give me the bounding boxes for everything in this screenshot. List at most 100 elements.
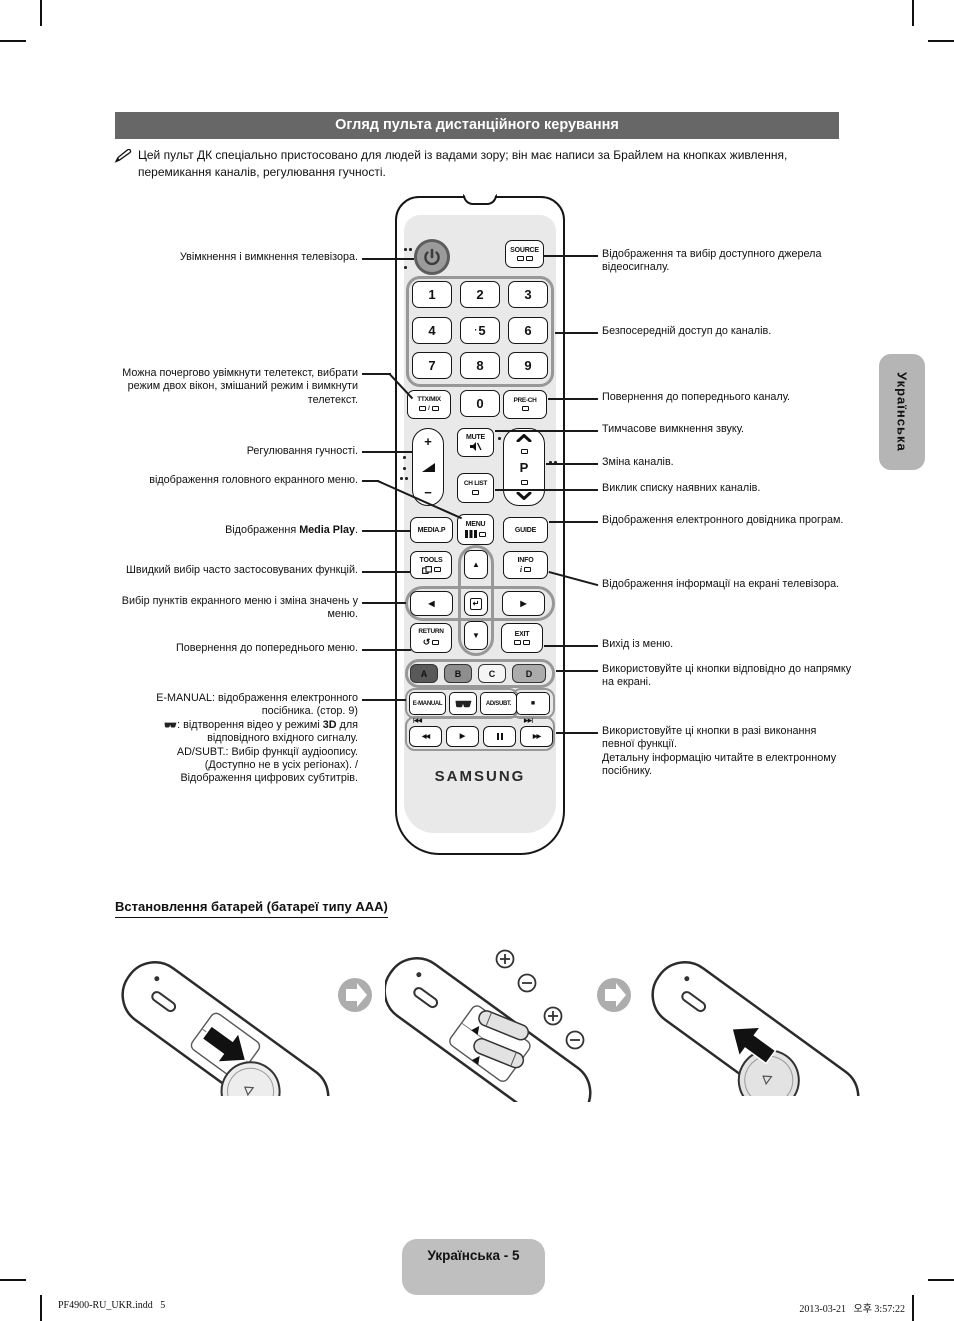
- menu-button: MENU: [457, 514, 494, 545]
- language-side-tab: Українська: [879, 354, 925, 470]
- digit-label: 7: [428, 358, 436, 373]
- digit-label: 3: [524, 287, 532, 302]
- callout-line: [362, 602, 406, 604]
- callout-info: Відображення інформації на екрані телеві…: [602, 578, 840, 590]
- braille-dot: [409, 248, 412, 251]
- callout-number-pad: Безпосередній доступ до каналів.: [602, 325, 772, 337]
- dpad-down-button: ▼: [464, 621, 488, 650]
- digit-label: 6: [524, 323, 532, 338]
- ch-list-button: CH LIST: [457, 473, 494, 503]
- crop-mark: [928, 1279, 954, 1281]
- callout-line: [549, 521, 598, 523]
- digit-7-button: 7: [412, 352, 452, 379]
- color-button-label: B: [454, 668, 462, 679]
- braille-dot: [404, 248, 407, 251]
- battery-section-heading: Встановлення батарей (батареї типу AAA): [115, 899, 388, 918]
- color-button-label: D: [525, 668, 533, 679]
- skip-forward-icon: ▶▶|: [524, 718, 533, 724]
- teletext-icon: /: [419, 406, 439, 412]
- ttx-mix-button: TTX/MIX /: [407, 390, 451, 419]
- e-manual-label: E-MANUAL: [412, 700, 443, 707]
- callout-dpad: Вибір пунктів екранного меню і зміна зна…: [121, 595, 358, 621]
- callout-teletext: Можна почергово увімкнути телетекст, виб…: [122, 367, 358, 406]
- imprint-timestamp: 2013-03-21 오후 3:57:22: [799, 1304, 905, 1315]
- braille-dot: ·: [474, 325, 478, 335]
- color-button-a: A: [410, 664, 438, 683]
- volume-icon: [421, 462, 435, 472]
- menu-label: MENU: [465, 521, 486, 528]
- digit-0-button: 0: [460, 390, 500, 417]
- e-manual-button: E-MANUAL: [409, 692, 446, 715]
- callout-tools: Швидкий вибір часто застосовуваних функц…: [125, 564, 358, 576]
- callout-line: [555, 332, 598, 334]
- callout-line: [495, 430, 598, 432]
- ch-list-icon: [472, 489, 479, 495]
- mute-button: MUTE: [457, 428, 494, 457]
- digit-label: 5: [478, 323, 486, 338]
- volume-rocker: + −: [412, 428, 444, 506]
- crop-mark: [0, 1279, 26, 1281]
- braille-dot: [400, 477, 403, 480]
- digit-label: 8: [476, 358, 484, 373]
- crop-mark: [912, 0, 914, 26]
- callout-line: [362, 649, 411, 651]
- tools-button: TOOLS: [410, 551, 452, 579]
- digit-3-button: 3: [508, 281, 548, 308]
- color-button-b: B: [444, 664, 472, 683]
- callout-line: [546, 463, 598, 465]
- color-button-label: A: [420, 668, 428, 679]
- channel-down-icon: [516, 492, 532, 500]
- return-label: RETURN: [418, 628, 444, 636]
- ad-subt-label: AD/SUBT.: [485, 700, 512, 707]
- callout-source: Відображення та вибір доступного джерела…: [602, 248, 822, 274]
- callout-power: Увімкнення і вимкнення телевізора.: [179, 251, 358, 263]
- crop-mark: [912, 1295, 914, 1321]
- stop-button: ■: [516, 692, 550, 715]
- play-button: ▶: [446, 726, 479, 747]
- digit-8-button: 8: [460, 352, 500, 379]
- mute-label: MUTE: [465, 434, 486, 441]
- callout-line: [362, 258, 414, 260]
- digit-9-button: 9: [508, 352, 548, 379]
- channel-up-icon: [516, 434, 532, 442]
- page-number-badge: Українська - 5: [402, 1239, 545, 1295]
- playback-group-outline: [405, 716, 555, 751]
- pencil-note-icon: [114, 149, 132, 163]
- callout-line: [362, 373, 391, 375]
- braille-dot: [404, 266, 407, 269]
- callout-line: [544, 255, 598, 257]
- imprint-filename: PF4900-RU_UKR.indd 5: [58, 1300, 166, 1311]
- fast-forward-button: ▶▶: [520, 726, 553, 747]
- exit-button: EXIT: [501, 623, 543, 653]
- pause-button: [483, 726, 516, 747]
- remote-top-notch: [463, 194, 497, 205]
- fast-forward-icon: ▶▶: [532, 733, 541, 740]
- callout-menu: відображення головного екранного меню.: [149, 474, 358, 486]
- crop-mark: [0, 40, 26, 42]
- crop-mark: [40, 0, 42, 26]
- media-p-label: MEDIA.P: [417, 526, 446, 534]
- volume-up-label: +: [424, 434, 432, 449]
- callout-guide: Відображення електронного довідника прог…: [602, 514, 844, 526]
- dpad-left-button: ◀: [410, 591, 453, 616]
- ttx-mix-label: TTX/MIX: [417, 396, 441, 404]
- callout-line: [362, 699, 406, 701]
- up-arrow-icon: ▲: [472, 559, 480, 569]
- pre-ch-button: PRE-CH: [503, 390, 547, 419]
- dpad-up-button: ▲: [464, 550, 488, 579]
- return-icon: ↺: [423, 637, 440, 647]
- page-title: Огляд пульта дистанційного керування: [115, 112, 839, 139]
- callout-line: [362, 571, 411, 573]
- braille-dot: [498, 437, 501, 440]
- ch-list-label: CH LIST: [463, 480, 488, 488]
- digit-2-button: 2: [460, 281, 500, 308]
- callout-mute: Тимчасове вимкнення звуку.: [602, 423, 745, 435]
- exit-label: EXIT: [514, 631, 530, 638]
- play-icon: ▶: [459, 733, 466, 740]
- volume-down-label: −: [424, 485, 432, 500]
- callout-e-manual: E-MANUAL: відображення електронного посі…: [156, 692, 358, 785]
- info-button: INFO i: [503, 551, 548, 579]
- braille-dot: [403, 467, 406, 470]
- samsung-logo: SAMSUNG: [434, 768, 526, 785]
- step-arrow-icon: [597, 978, 631, 1012]
